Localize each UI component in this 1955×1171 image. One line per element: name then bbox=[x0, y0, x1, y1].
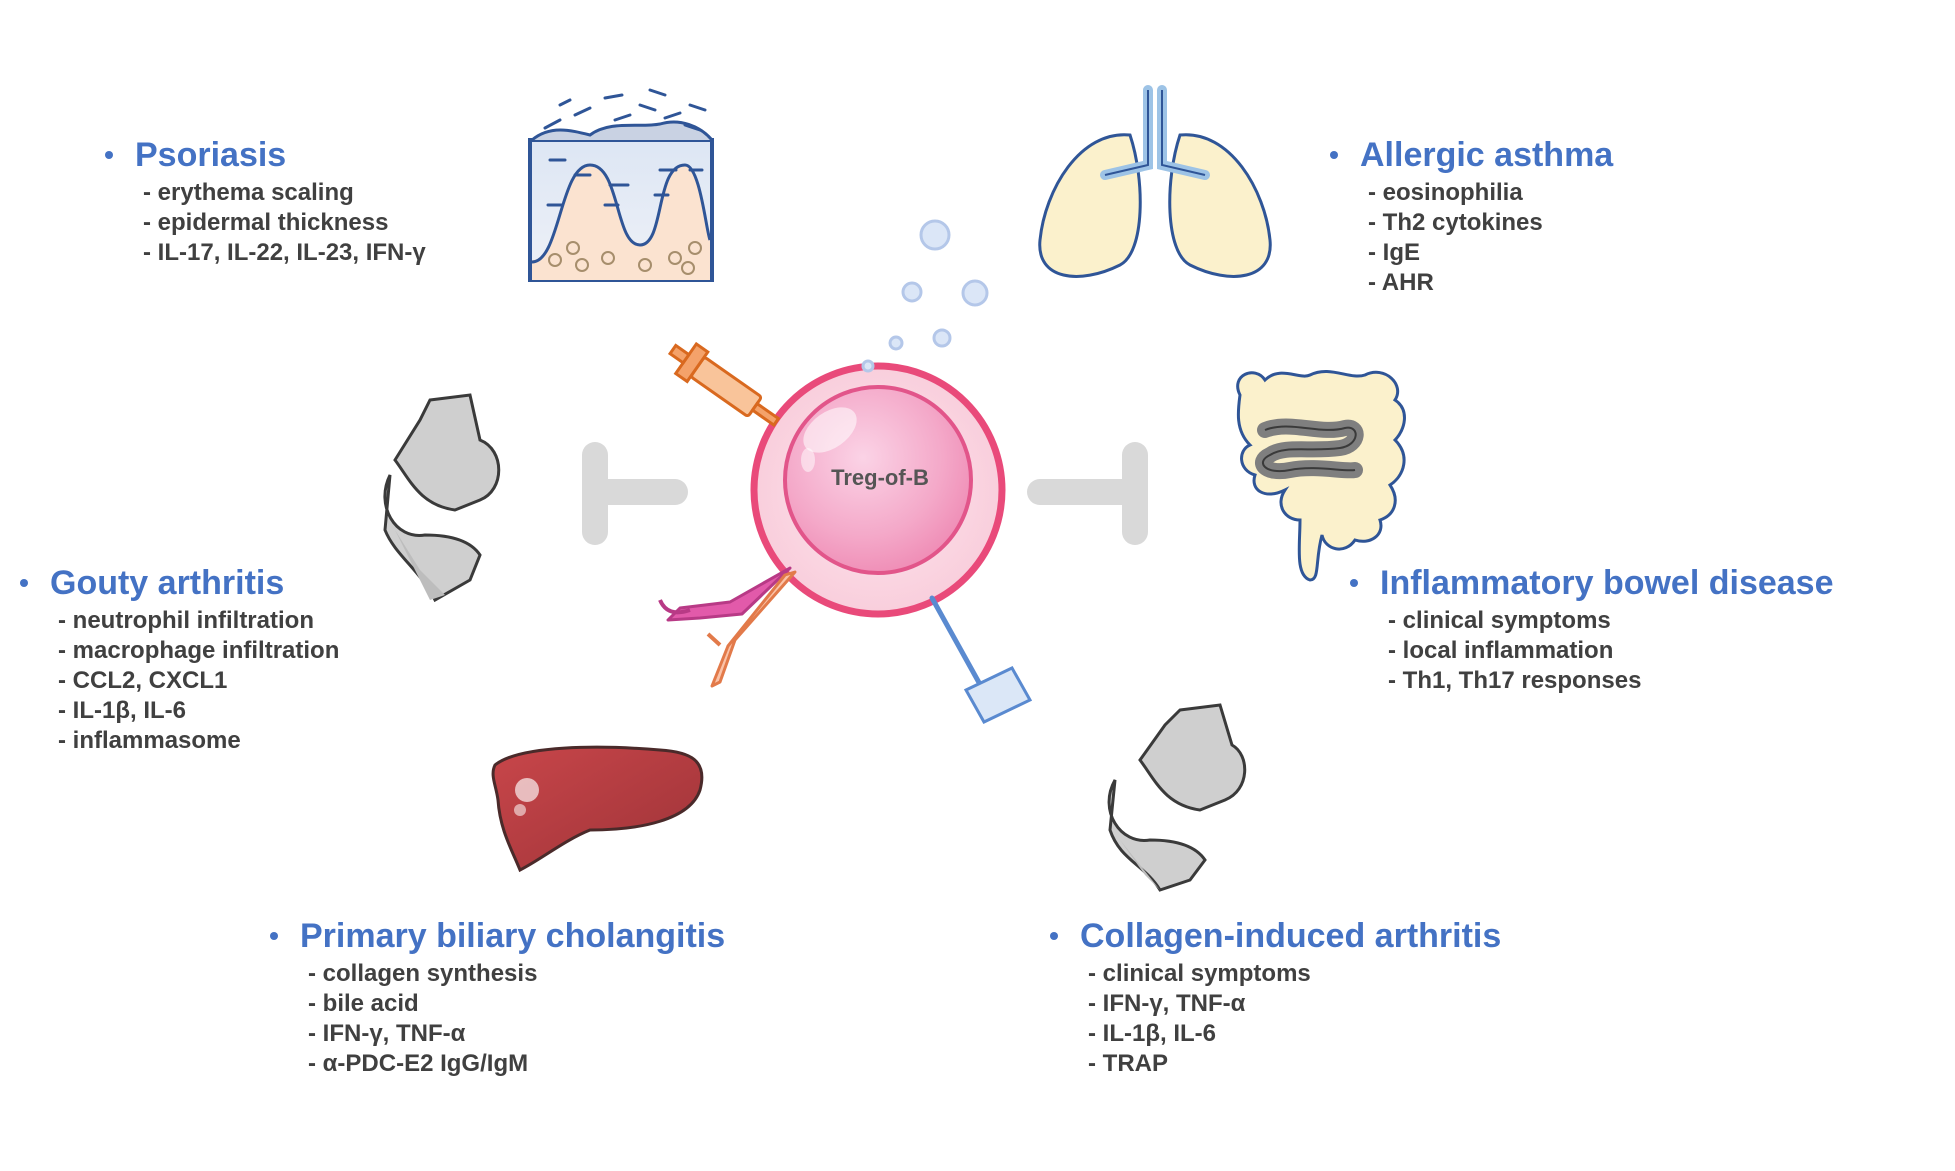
treg-cell-icon bbox=[750, 362, 1006, 618]
list-item: local inflammation bbox=[1388, 636, 1834, 666]
list-item: IFN-γ, TNF-α bbox=[308, 1019, 725, 1049]
asthma-title-row: Allergic asthma bbox=[1330, 136, 1613, 174]
list-item: TRAP bbox=[1088, 1049, 1501, 1079]
asthma-items: eosinophilia Th2 cytokines IgE AHR bbox=[1330, 178, 1613, 298]
list-item: IgE bbox=[1368, 238, 1613, 268]
asthma-title: Allergic asthma bbox=[1360, 136, 1614, 174]
asthma-block: Allergic asthma eosinophilia Th2 cytokin… bbox=[1330, 136, 1613, 298]
gout-title: Gouty arthritis bbox=[50, 564, 285, 602]
list-item: Th2 cytokines bbox=[1368, 208, 1613, 238]
bullet-icon bbox=[1350, 579, 1358, 587]
list-item: collagen synthesis bbox=[308, 959, 725, 989]
ibd-block: Inflammatory bowel disease clinical symp… bbox=[1350, 564, 1834, 696]
inhibit-symbol-right bbox=[1027, 442, 1148, 545]
ibd-items: clinical symptoms local inflammation Th1… bbox=[1350, 606, 1834, 696]
bullet-icon bbox=[1050, 932, 1058, 940]
psoriasis-items: erythema scaling epidermal thickness IL-… bbox=[105, 178, 426, 268]
list-item: clinical symptoms bbox=[1088, 959, 1501, 989]
cia-items: clinical symptoms IFN-γ, TNF-α IL-1β, IL… bbox=[1050, 959, 1501, 1079]
lungs-icon bbox=[1038, 85, 1272, 278]
pipette-icon bbox=[929, 595, 1033, 724]
bullet-icon bbox=[1330, 151, 1338, 159]
intestine-icon bbox=[1236, 369, 1406, 582]
ibd-title-row: Inflammatory bowel disease bbox=[1350, 564, 1834, 602]
cia-block: Collagen-induced arthritis clinical symp… bbox=[1050, 917, 1501, 1079]
syringe-icon bbox=[667, 341, 781, 428]
bullet-icon bbox=[20, 579, 28, 587]
list-item: IL-1β, IL-6 bbox=[58, 696, 339, 726]
list-item: eosinophilia bbox=[1368, 178, 1613, 208]
knee-joint-icon bbox=[383, 393, 501, 603]
bullet-icon bbox=[105, 151, 113, 159]
list-item: clinical symptoms bbox=[1388, 606, 1834, 636]
pbc-title-row: Primary biliary cholangitis bbox=[270, 917, 725, 955]
pbc-title: Primary biliary cholangitis bbox=[300, 917, 726, 955]
list-item: α-PDC-E2 IgG/IgM bbox=[308, 1049, 725, 1079]
list-item: AHR bbox=[1368, 268, 1613, 298]
inhibit-symbol-left bbox=[582, 442, 688, 545]
list-item: inflammasome bbox=[58, 726, 339, 756]
pbc-block: Primary biliary cholangitis collagen syn… bbox=[270, 917, 725, 1079]
skin-icon bbox=[528, 88, 714, 282]
list-item: erythema scaling bbox=[143, 178, 426, 208]
pbc-items: collagen synthesis bile acid IFN-γ, TNF-… bbox=[270, 959, 725, 1079]
psoriasis-block: Psoriasis erythema scaling epidermal thi… bbox=[105, 136, 426, 268]
list-item: macrophage infiltration bbox=[58, 636, 340, 666]
list-item: IFN-γ, TNF-α bbox=[1088, 989, 1501, 1019]
list-item: CCL2, CXCL1 bbox=[58, 666, 339, 696]
list-item: neutrophil infiltration bbox=[58, 606, 339, 636]
knee-joint-icon-2 bbox=[1107, 703, 1247, 892]
liver-icon bbox=[491, 745, 704, 873]
cia-title: Collagen-induced arthritis bbox=[1080, 917, 1502, 955]
list-item: IL-17, IL-22, IL-23, IFN-γ bbox=[143, 238, 426, 268]
gout-block: Gouty arthritis neutrophil infiltration … bbox=[20, 564, 339, 756]
bubbles-icon bbox=[861, 219, 989, 373]
list-item: Th1, Th17 responses bbox=[1388, 666, 1834, 696]
gout-title-row: Gouty arthritis bbox=[20, 564, 339, 602]
magenta-probe-icon bbox=[658, 566, 792, 622]
list-item: epidermal thickness bbox=[143, 208, 426, 238]
tweezers-icon bbox=[706, 570, 797, 688]
psoriasis-title: Psoriasis bbox=[135, 136, 287, 174]
bullet-icon bbox=[270, 932, 278, 940]
psoriasis-title-row: Psoriasis bbox=[105, 136, 426, 174]
cia-title-row: Collagen-induced arthritis bbox=[1050, 917, 1501, 955]
ibd-title: Inflammatory bowel disease bbox=[1380, 564, 1834, 602]
gout-items: neutrophil infiltration macrophage infil… bbox=[20, 606, 340, 756]
list-item: bile acid bbox=[308, 989, 725, 1019]
list-item: IL-1β, IL-6 bbox=[1088, 1019, 1501, 1049]
treg-of-b-label: Treg-of-B bbox=[831, 465, 929, 490]
